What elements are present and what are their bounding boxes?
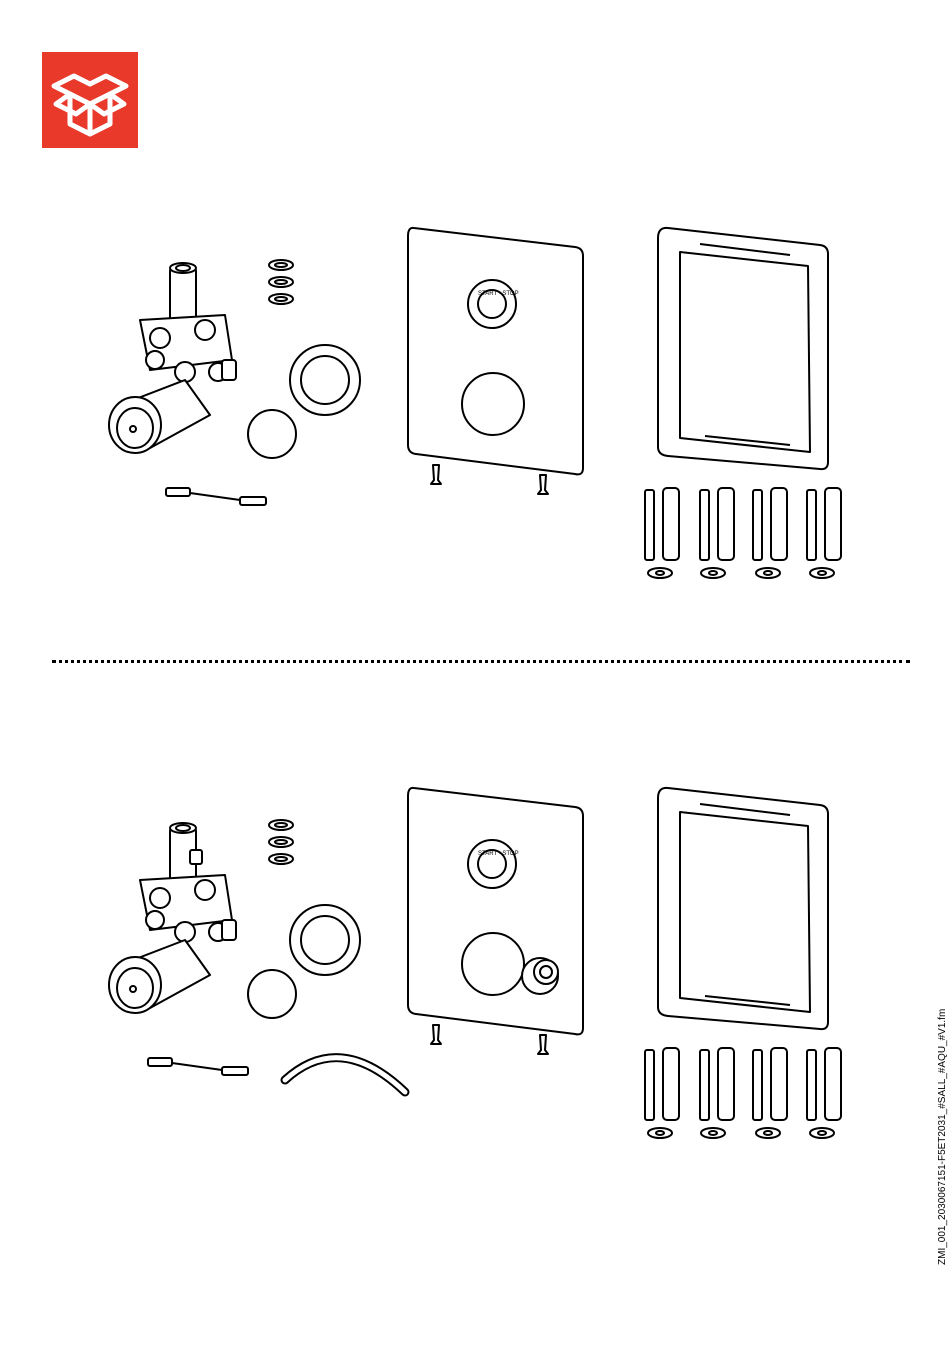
start-stop-label: START · STOP: [478, 851, 519, 857]
valve-body-illustration: [109, 263, 236, 453]
cover-plate-illustration: START · STOP: [408, 228, 583, 475]
knob-illustration: [522, 958, 558, 994]
plug-cap-illustration: [248, 970, 296, 1018]
rosette-illustration: [290, 905, 360, 975]
extension-bolts-illustration: [645, 488, 841, 560]
panel-variant-2: START · STOP: [0, 760, 950, 1160]
sensor-cable-illustration: [166, 488, 266, 505]
extension-bolts-illustration: [645, 1048, 841, 1120]
washers-illustration: [648, 1128, 834, 1138]
o-rings-illustration: [269, 820, 293, 864]
package-contents-icon: [42, 52, 138, 148]
document-code: ZMI_001_2030067151-F5ET2031_#SALL_#AQU_#…: [937, 1009, 948, 1265]
washers-illustration: [648, 568, 834, 578]
mounting-frame-illustration: [658, 788, 828, 1029]
valve-body-illustration: [109, 823, 236, 1013]
section-divider: [52, 660, 910, 663]
panel-variant-1: START · STOP: [0, 200, 950, 600]
plug-cap-illustration: [248, 410, 296, 458]
cover-plate-illustration: START · STOP: [408, 788, 583, 1035]
rosette-illustration: [290, 345, 360, 415]
sensor-cable-illustration: [148, 1058, 248, 1075]
mounting-frame-illustration: [658, 228, 828, 469]
o-rings-illustration: [269, 260, 293, 304]
start-stop-label: START · STOP: [478, 291, 519, 297]
